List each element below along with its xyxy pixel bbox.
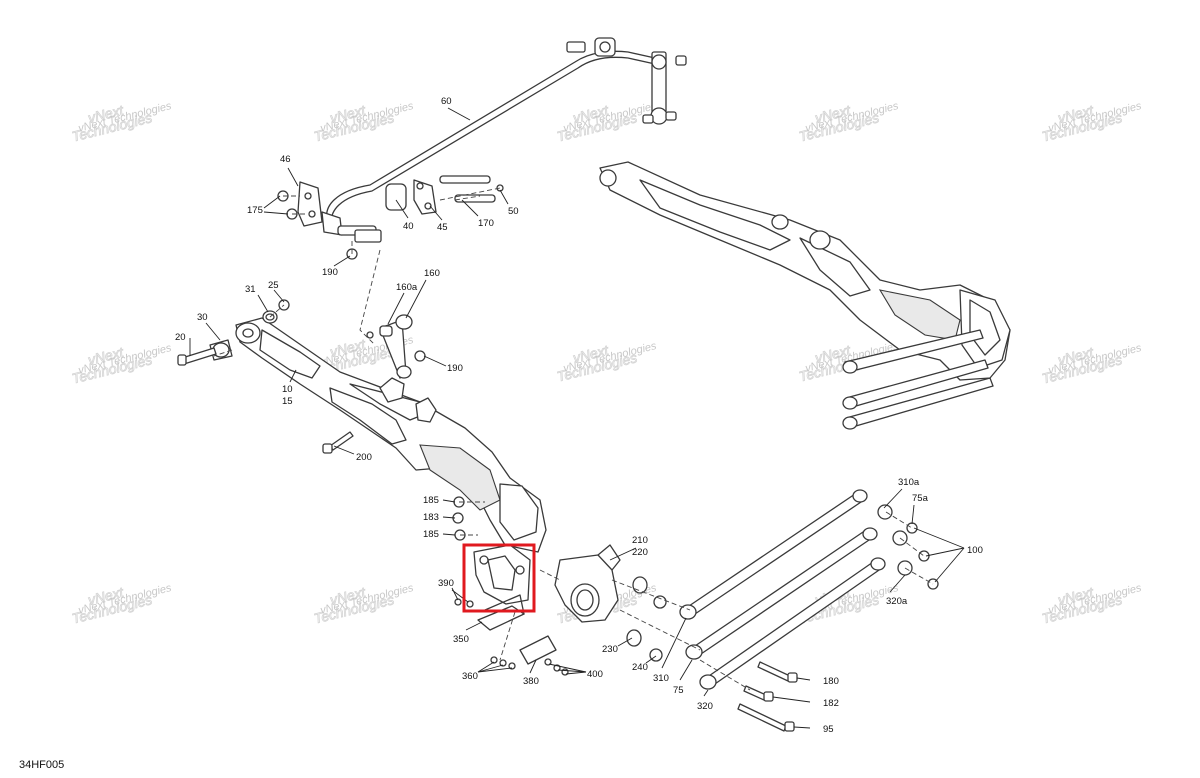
watermark: vNext Technologies vNext Technologies <box>70 100 173 145</box>
callout-380: 380 <box>523 676 539 687</box>
sway-bar <box>321 37 687 243</box>
watermark: vNext Technologies vNext Technologies <box>70 582 173 627</box>
watermark: vNext Technologies vNext Technologies <box>1040 100 1143 145</box>
callout-60: 60 <box>441 96 452 107</box>
callout-10: 10 <box>282 384 293 395</box>
callout-220: 220 <box>632 547 648 558</box>
assembly-lines <box>213 187 934 691</box>
callout-30: 30 <box>197 312 208 323</box>
callout-310a: 310a <box>898 477 920 488</box>
callout-360: 360 <box>462 671 478 682</box>
callout-320: 320 <box>697 701 713 712</box>
callout-31: 31 <box>245 284 256 295</box>
callout-182: 182 <box>823 698 839 709</box>
document-code: 34HF005 <box>19 759 64 771</box>
watermark: vNext Technologies vNext Technologies <box>1040 582 1143 627</box>
callout-160: 160 <box>424 268 440 279</box>
callout-100: 100 <box>967 545 983 556</box>
callout-170: 170 <box>478 218 494 229</box>
callout-183: 183 <box>423 512 439 523</box>
callout-160a: 160a <box>396 282 418 293</box>
callout-50: 50 <box>508 206 519 217</box>
callout-190-mid: 190 <box>447 363 463 374</box>
watermark: vNext Technologies vNext Technologies <box>312 100 415 145</box>
callout-400: 400 <box>587 669 603 680</box>
callout-185-top: 185 <box>423 495 439 506</box>
leader-lines <box>189 107 965 729</box>
callout-175: 175 <box>247 205 263 216</box>
highlight-box <box>462 543 536 613</box>
callout-350: 350 <box>453 634 469 645</box>
callouts: 60 46 175 40 45 170 50 190 160a 160 31 2… <box>175 96 983 735</box>
sway-bar-brackets <box>277 175 504 260</box>
watermark: vNext Technologies vNext Technologies <box>70 342 173 387</box>
callout-390: 390 <box>438 578 454 589</box>
callout-40: 40 <box>403 221 414 232</box>
watermark: vNext Technologies vNext Technologies <box>312 582 415 627</box>
watermark: vNext Technologies vNext Technologies <box>797 100 900 145</box>
callout-230: 230 <box>602 644 618 655</box>
callout-95: 95 <box>823 724 834 735</box>
callout-180: 180 <box>823 676 839 687</box>
watermark: vNext Technologies vNext Technologies <box>555 340 658 385</box>
callout-15: 15 <box>282 396 293 407</box>
callout-310: 310 <box>653 673 669 684</box>
callout-210: 210 <box>632 535 648 546</box>
callout-185-bottom: 185 <box>423 529 439 540</box>
callout-25: 25 <box>268 280 279 291</box>
callout-320a: 320a <box>886 596 908 607</box>
assembled-suspension <box>599 161 1011 430</box>
callout-46: 46 <box>280 154 291 165</box>
callout-200: 200 <box>356 452 372 463</box>
callout-20: 20 <box>175 332 186 343</box>
callout-45: 45 <box>437 222 448 233</box>
callout-240: 240 <box>632 662 648 673</box>
callout-190-top: 190 <box>322 267 338 278</box>
callout-75: 75 <box>673 685 684 696</box>
watermark: vNext Technologies vNext Technologies <box>1040 342 1143 387</box>
callout-75a: 75a <box>912 493 929 504</box>
